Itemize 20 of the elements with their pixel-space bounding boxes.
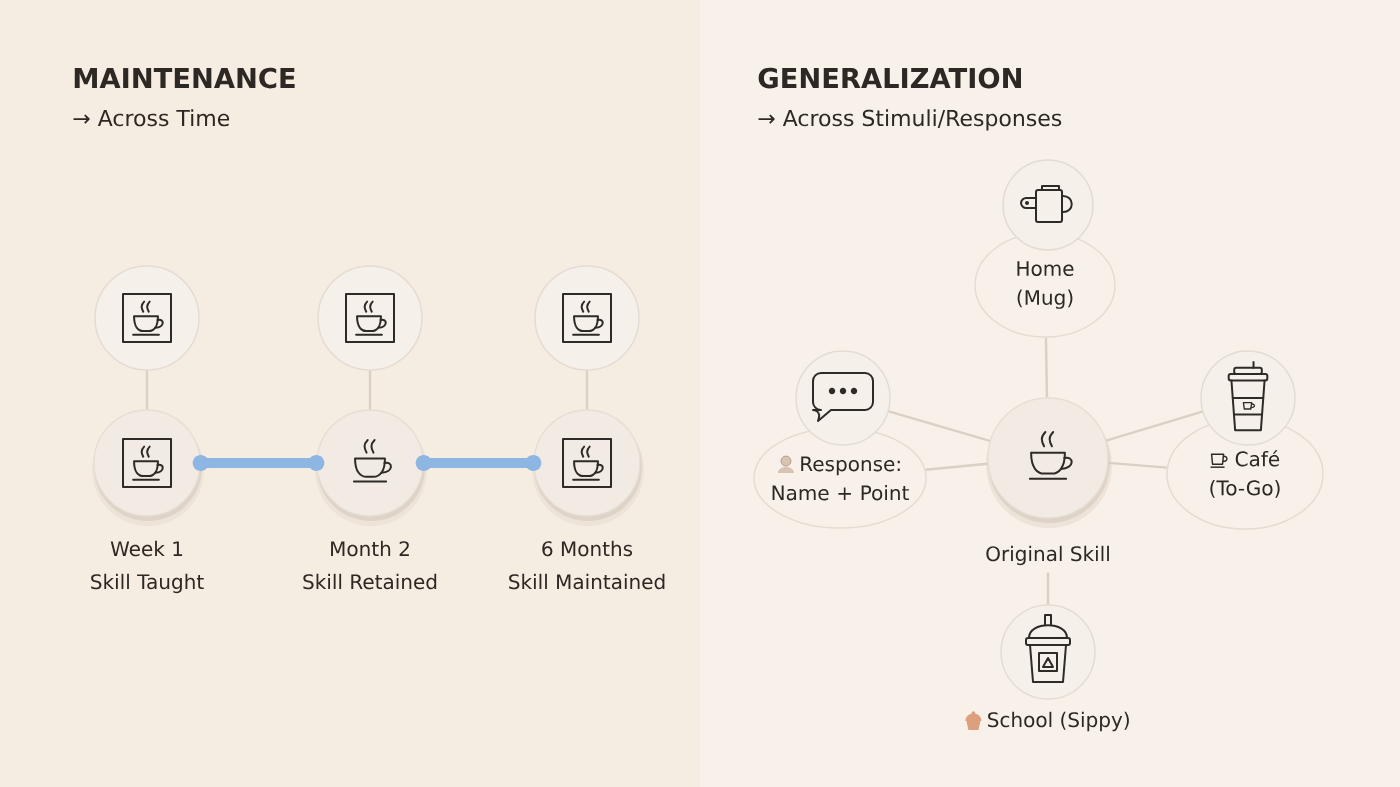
timeline-bar: [415, 455, 542, 471]
connector-line: [1105, 410, 1203, 442]
connector-line: [888, 410, 991, 443]
section-subheading: → Across Time: [73, 109, 230, 127]
connector-line: [1044, 337, 1049, 398]
connector-line: [1046, 572, 1050, 605]
skill-label: Skill Retained: [303, 573, 437, 590]
connector-line: [925, 462, 988, 471]
connector-line: [1108, 461, 1167, 469]
section-heading: GENERALIZATION: [758, 67, 1021, 89]
skill-label: Skill Maintained: [509, 573, 665, 590]
section-subheading: → Across Stimuli/Responses: [758, 109, 1062, 131]
date-label: Month 2: [331, 540, 409, 557]
skill-label: Original Skill: [986, 545, 1109, 566]
skill-label: Skill Taught: [91, 573, 204, 594]
date-label: Week 1: [110, 540, 183, 557]
date-label: 6 Months: [542, 540, 633, 557]
section-heading: MAINTENANCE: [74, 67, 295, 89]
timeline-bar: [192, 455, 325, 471]
setting-label: School (Sippy): [965, 711, 1129, 732]
